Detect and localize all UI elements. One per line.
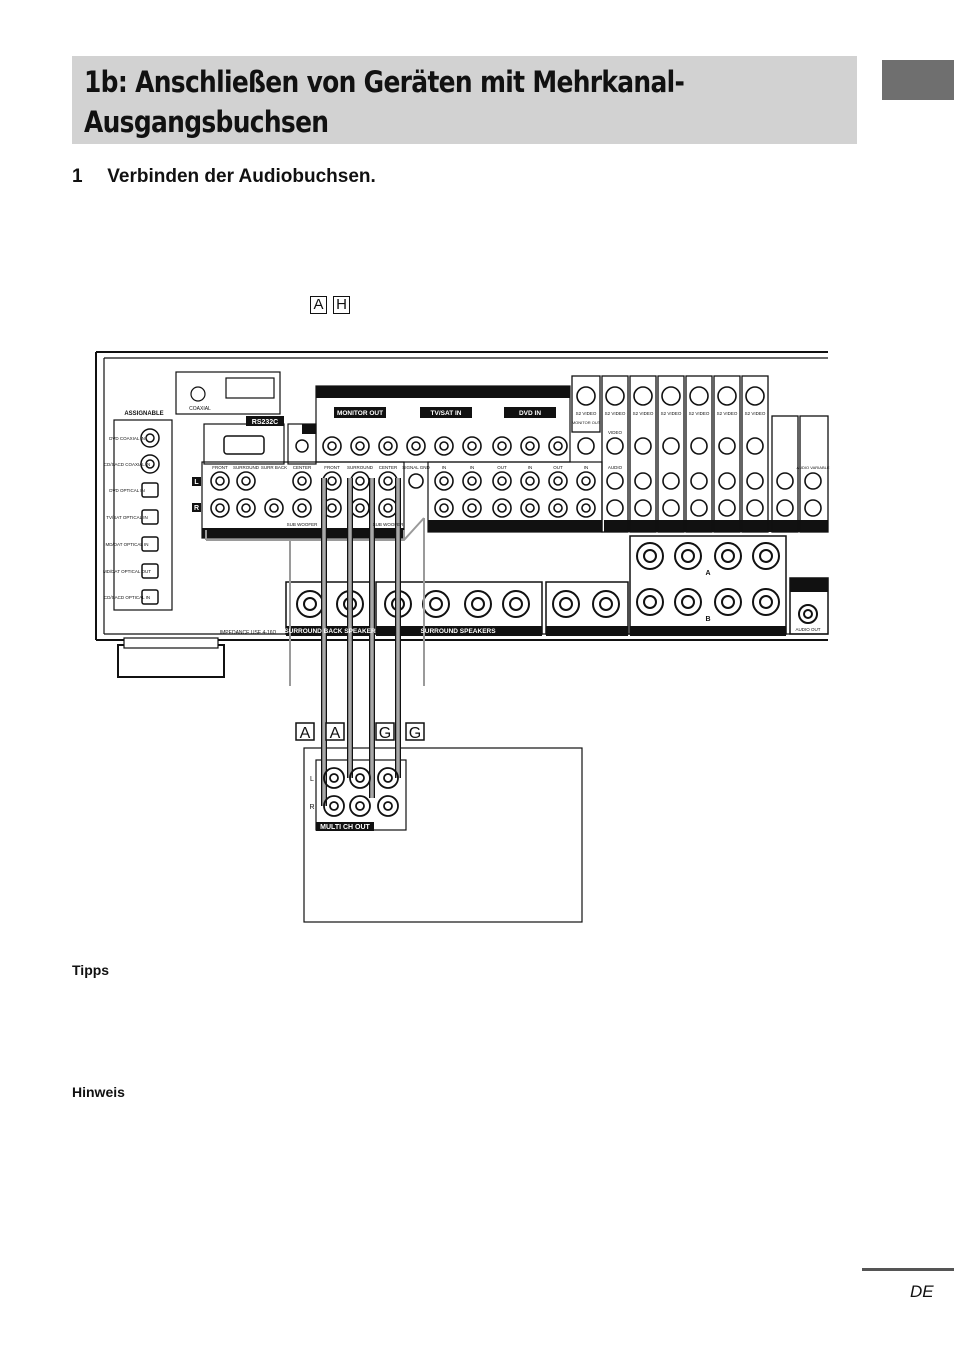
rs232c-label: RS232C <box>252 419 278 426</box>
surround-label-1: SURROUND <box>233 465 260 470</box>
input-label-1: DVD COAXIAL IN <box>109 436 145 441</box>
dvd-in-label: DVD IN <box>519 410 541 417</box>
monitor-out-small-label: MONITOR OUT <box>572 420 601 425</box>
surr-back-label: SURR BACK <box>261 465 287 470</box>
audio-label: AUDIO <box>608 465 623 470</box>
signal-gnd-label: SIGNAL GND <box>402 465 430 470</box>
receiver-r-tag: R <box>194 505 199 512</box>
input-label-2: CD/SACD COAXIAL IN <box>104 462 151 467</box>
multi-ch-out-label: MULTI CH OUT <box>320 824 370 831</box>
page-title-line-1: 1b: Anschließen von Geräten mit Mehrkana… <box>84 65 685 99</box>
connection-diagram: A A G G L R ASSIGNABLE DVD COAXIAL IN CD… <box>95 351 830 923</box>
callout-tag-g-2: G <box>409 725 421 742</box>
s2-video-label-6: S2 VIDEO <box>717 411 738 416</box>
in-label-3: IN <box>528 465 533 470</box>
sub-woofer-label-2: SUB WOOFER <box>373 522 405 527</box>
surround-speakers-label: SURROUND SPEAKERS <box>420 628 496 635</box>
title-banner: 1b: Anschließen von Geräten mit Mehrkana… <box>72 56 857 144</box>
speaker-b-tag: B <box>705 616 710 623</box>
in-label-4: IN <box>584 465 589 470</box>
s2-video-label-2: S2 VIDEO <box>605 411 626 416</box>
in-label-1: IN <box>442 465 447 470</box>
s2-video-label-1: S2 VIDEO <box>576 411 597 416</box>
monitor-out-label: MONITOR OUT <box>337 410 383 417</box>
language-label: DE <box>910 1282 934 1301</box>
callout-tag-a-1: A <box>300 725 311 742</box>
input-label-7: CD/SACD OPTICAL IN <box>104 595 150 600</box>
input-label-6: MD/DAT OPTICAL OUT <box>103 569 151 574</box>
speaker-a-tag: A <box>705 570 710 577</box>
page-title: 1b: Anschließen von Geräten mit Mehrkana… <box>84 62 685 142</box>
front-label-2: FRONT <box>324 465 340 470</box>
tips-heading: Tipps <box>72 962 110 978</box>
in-label-2: IN <box>470 465 475 470</box>
step-number: 1 <box>72 166 83 187</box>
callout-tag-h: H <box>333 296 350 314</box>
device-r-label: R <box>309 804 314 811</box>
page-title-line-2: Ausgangsbuchsen <box>84 105 329 139</box>
coaxial-label: COAXIAL <box>189 406 211 412</box>
s2-video-label-5: S2 VIDEO <box>689 411 710 416</box>
sub-woofer-label-1: SUB WOOFER <box>287 522 319 527</box>
s2-video-label-4: S2 VIDEO <box>661 411 682 416</box>
center-label-1: CENTER <box>293 465 312 470</box>
receiver-l-tag: L <box>194 479 199 486</box>
s2-video-label-3: S2 VIDEO <box>633 411 654 416</box>
out-label-1: OUT <box>497 465 507 470</box>
step-heading: 1 Verbinden der Audiobuchsen. <box>72 166 376 188</box>
step-text: Verbinden der Audiobuchsen. <box>107 166 376 187</box>
footer-rule <box>862 1268 954 1271</box>
callout-tag-a: A <box>310 296 327 314</box>
input-label-3: DVD OPTICAL IN <box>109 488 145 493</box>
chapter-tab <box>882 60 954 100</box>
hinweis-heading: Hinweis <box>72 1084 125 1100</box>
assignable-label: ASSIGNABLE <box>124 411 163 417</box>
callout-group-top: A H <box>310 296 350 314</box>
callout-tag-a-2: A <box>330 725 341 742</box>
input-label-5: MD/DAT OPTICAL IN <box>106 542 149 547</box>
out-label-2: OUT <box>553 465 563 470</box>
audio-out-label: AUDIO OUT <box>795 627 820 632</box>
impedance-label: IMPEDANCE USE 4-16Ω <box>220 630 277 636</box>
video-label: VIDEO <box>608 430 623 435</box>
tv-sat-in-label: TV/SAT IN <box>431 410 462 417</box>
surround-label-2: SURROUND <box>347 465 374 470</box>
surround-back-speaker-label: SURROUND BACK SPEAKER <box>284 628 376 635</box>
callout-tag-g-1: G <box>379 725 391 742</box>
s2-video-label-7: S2 VIDEO <box>745 411 766 416</box>
front-label-1: FRONT <box>212 465 228 470</box>
center-label-2: CENTER <box>379 465 398 470</box>
input-label-4: TV/SAT OPTICAL IN <box>106 515 147 520</box>
device-l-label: L <box>310 776 314 783</box>
audio-variable-label: AUDIO VARIABLE <box>796 465 829 470</box>
